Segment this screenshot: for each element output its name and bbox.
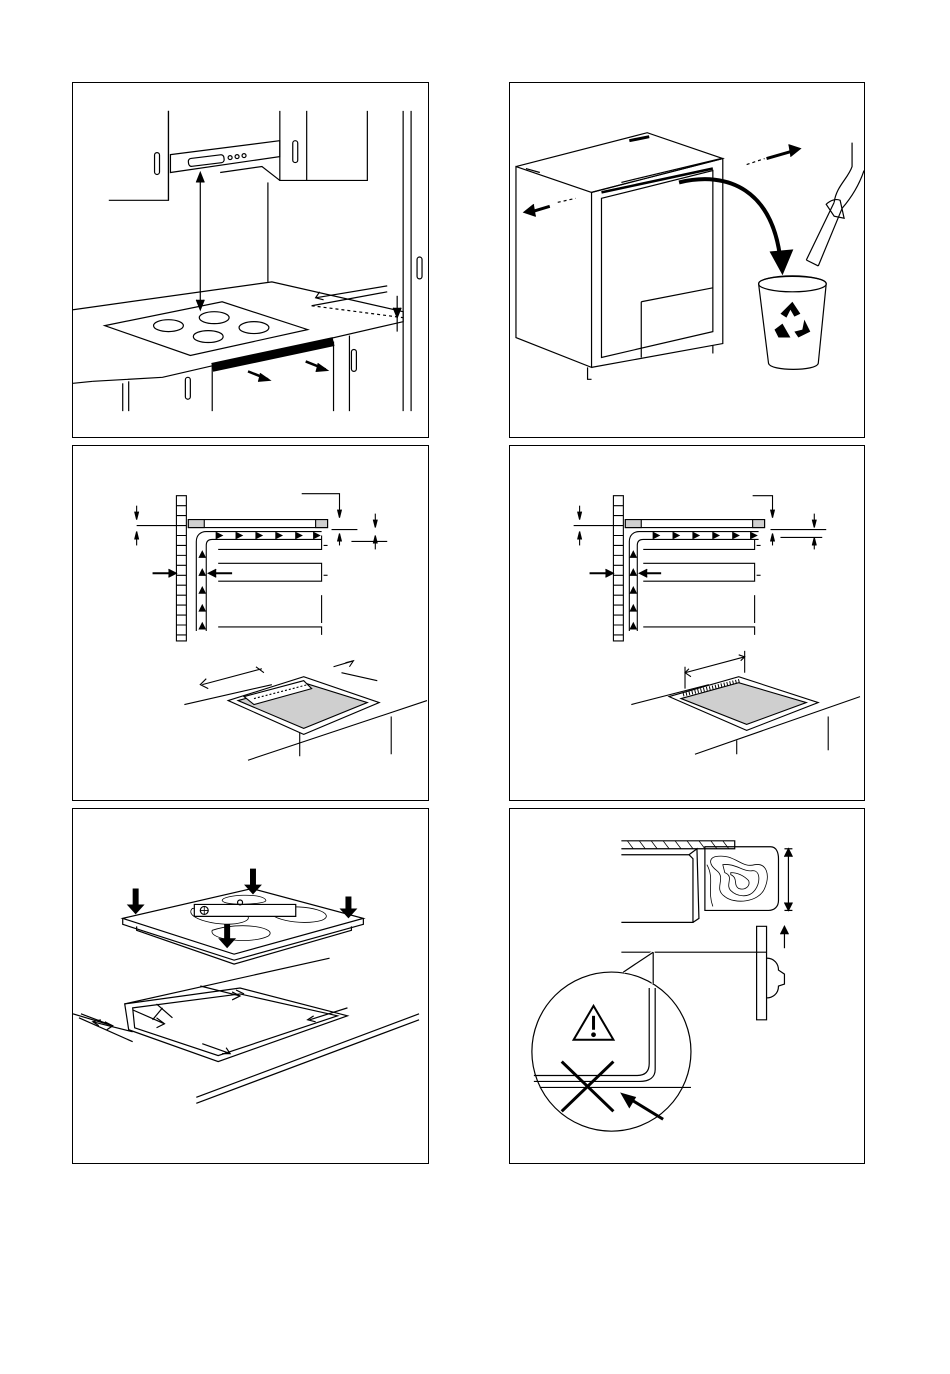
discard-arrow	[679, 179, 780, 260]
figure-hob-fitting	[72, 808, 429, 1164]
recycle-bin	[759, 276, 827, 369]
worktop-section	[625, 520, 764, 528]
cabinet-handle	[293, 141, 298, 163]
edge-warning-drawing	[510, 809, 864, 1163]
hob-glass	[123, 889, 364, 955]
ventilation-b-drawing	[510, 446, 864, 800]
ventilation-a-drawing	[73, 446, 428, 800]
recycle-icon	[775, 302, 811, 338]
cabinet-handle	[155, 153, 160, 175]
hob	[105, 302, 308, 356]
ventilation-slot	[212, 342, 333, 368]
cabinet-side	[516, 167, 592, 368]
cabinet-knob	[767, 958, 785, 998]
figure-cabinet-recycle	[509, 82, 865, 438]
cooking-zone	[199, 312, 229, 324]
figure-edge-warning	[509, 808, 865, 1164]
cooking-zone	[193, 331, 223, 343]
control-panel	[194, 904, 295, 916]
wall	[176, 496, 186, 641]
figure-hob-under-hood	[72, 82, 429, 438]
figure-ventilation-b	[509, 445, 865, 801]
hob-hood-drawing	[73, 83, 428, 437]
wall	[613, 496, 623, 641]
cooking-zone	[154, 320, 184, 332]
figure-ventilation-a	[72, 445, 429, 801]
cabinet-side	[757, 926, 767, 1019]
cabinet-recycle-drawing	[510, 83, 864, 437]
cabinet-handle	[417, 257, 422, 279]
seal-frame	[125, 988, 348, 1062]
hob-fitting-drawing	[73, 809, 428, 1163]
worktop-section	[188, 520, 327, 528]
cooking-zone	[239, 322, 269, 334]
